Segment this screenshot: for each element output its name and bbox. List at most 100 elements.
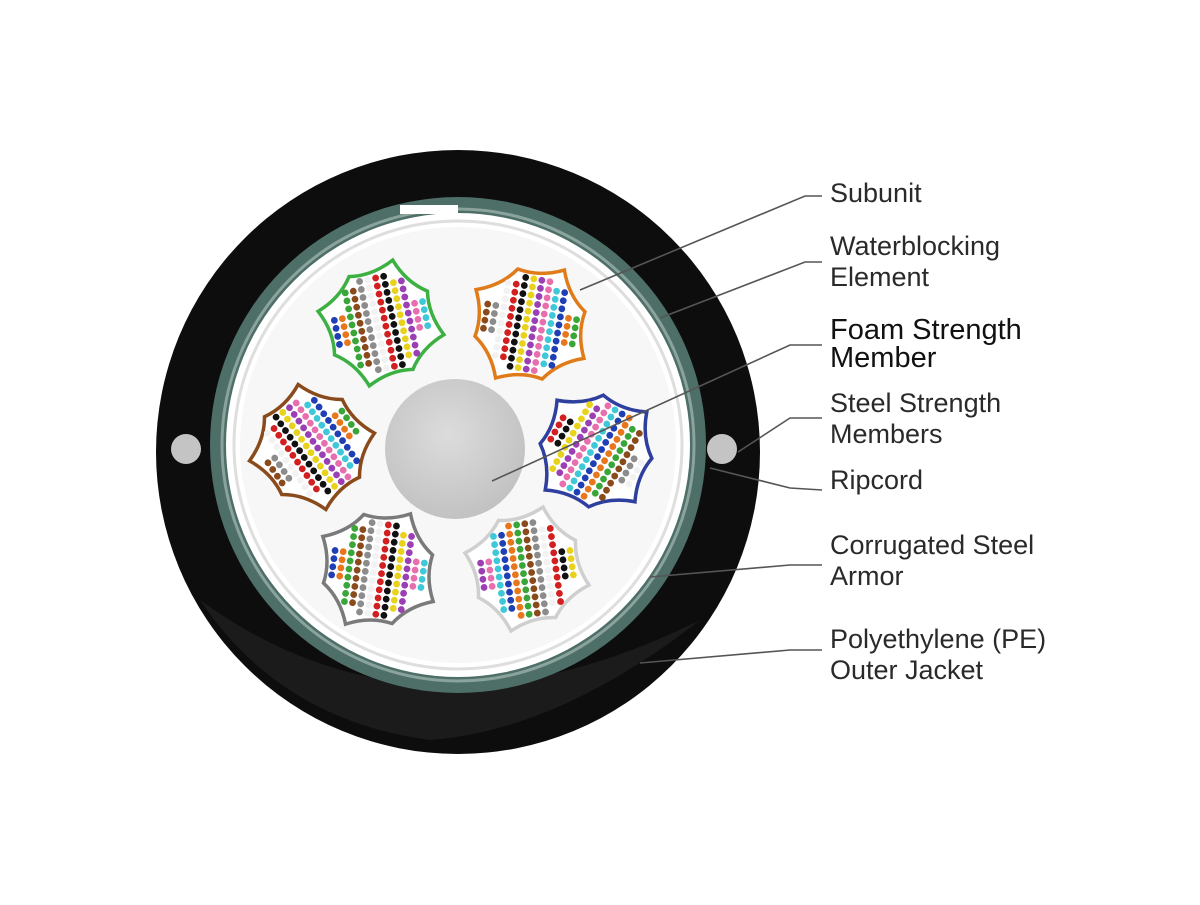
fiber [605, 450, 613, 457]
fiber [591, 441, 598, 449]
fiber [329, 563, 337, 571]
fiber [334, 332, 342, 340]
fiber [517, 348, 525, 355]
fiber [413, 349, 421, 357]
fiber [353, 457, 361, 465]
fiber [412, 558, 420, 566]
fiber [619, 458, 627, 466]
fiber [544, 336, 552, 344]
label-subunit-line-1: Subunit [830, 178, 922, 208]
fiber [403, 343, 411, 351]
fiber [344, 473, 352, 481]
fiber [307, 449, 315, 457]
fiber [514, 364, 522, 372]
label-jacket-line-1: Polyethylene (PE) [830, 624, 1047, 654]
fiber [567, 466, 575, 474]
fiber [615, 465, 623, 473]
fiber [396, 556, 404, 564]
fiber [630, 455, 638, 463]
fiber [523, 536, 531, 544]
fiber [540, 600, 548, 608]
fiber [359, 584, 367, 591]
fiber [583, 437, 591, 445]
fiber [550, 303, 558, 311]
label-steel-line-2: Members [830, 419, 943, 449]
label-foam-line-2: Member [830, 342, 937, 374]
fiber [369, 300, 377, 308]
subunit-blue [538, 393, 654, 509]
fiber [479, 575, 487, 583]
fiber [357, 286, 365, 293]
fiber [502, 564, 510, 572]
fiber [552, 337, 560, 345]
fiber [566, 418, 574, 426]
fiber [506, 362, 514, 370]
fiber [339, 548, 347, 556]
fiber [395, 564, 403, 572]
fiber [538, 326, 545, 334]
label-foam-line-1: Foam Strength [830, 314, 1022, 346]
fiber [560, 564, 568, 572]
fiber [505, 522, 512, 530]
fiber [330, 453, 338, 461]
fiber [571, 324, 579, 332]
fiber [356, 278, 363, 285]
fiber [559, 556, 567, 564]
fiber [357, 542, 364, 550]
fiber [478, 567, 486, 575]
fiber [408, 325, 416, 333]
fiber [403, 565, 411, 573]
fiber [546, 525, 554, 532]
fiber [360, 576, 368, 583]
fiber [620, 440, 628, 447]
fiber [334, 430, 342, 438]
fiber [568, 563, 576, 571]
fiber [512, 330, 520, 338]
fiber [611, 472, 619, 480]
fiber [578, 463, 586, 471]
label-ripcord-line-1: Ripcord [830, 465, 924, 495]
fiber [521, 323, 529, 331]
fiber [365, 543, 373, 551]
label-waterblocking-line-2: Element [830, 262, 930, 292]
fiber [331, 482, 338, 490]
fiber [385, 296, 393, 304]
fiber [515, 537, 523, 545]
fiber [594, 453, 601, 461]
fiber [419, 298, 426, 305]
fiber [480, 584, 488, 591]
fiber [602, 438, 610, 446]
fiber [622, 469, 630, 477]
fiber [358, 327, 366, 335]
subunit-outline [320, 511, 436, 627]
fiber [351, 295, 359, 303]
fiber [335, 460, 342, 467]
fiber [406, 317, 414, 325]
fiber [376, 578, 384, 586]
fiber [304, 401, 312, 409]
fiber [566, 484, 574, 492]
fiber [313, 415, 321, 422]
fiber [530, 275, 538, 283]
fiber [596, 482, 603, 490]
fiber [579, 445, 587, 452]
fiber [535, 293, 543, 300]
fiber [551, 428, 559, 436]
fiber [518, 298, 525, 306]
fiber [270, 425, 278, 432]
fiber [499, 598, 506, 605]
fiber [380, 272, 388, 280]
fiber [540, 310, 548, 318]
fiber [399, 361, 406, 368]
fiber [358, 592, 366, 600]
fiber [568, 448, 576, 455]
fiber [374, 366, 382, 374]
fiber [301, 483, 309, 491]
fiber [387, 563, 395, 571]
fiber [295, 417, 303, 425]
fiber [302, 442, 310, 450]
fiber [616, 447, 624, 454]
fiber [586, 401, 593, 409]
fiber [354, 311, 362, 319]
fiber [626, 462, 634, 470]
